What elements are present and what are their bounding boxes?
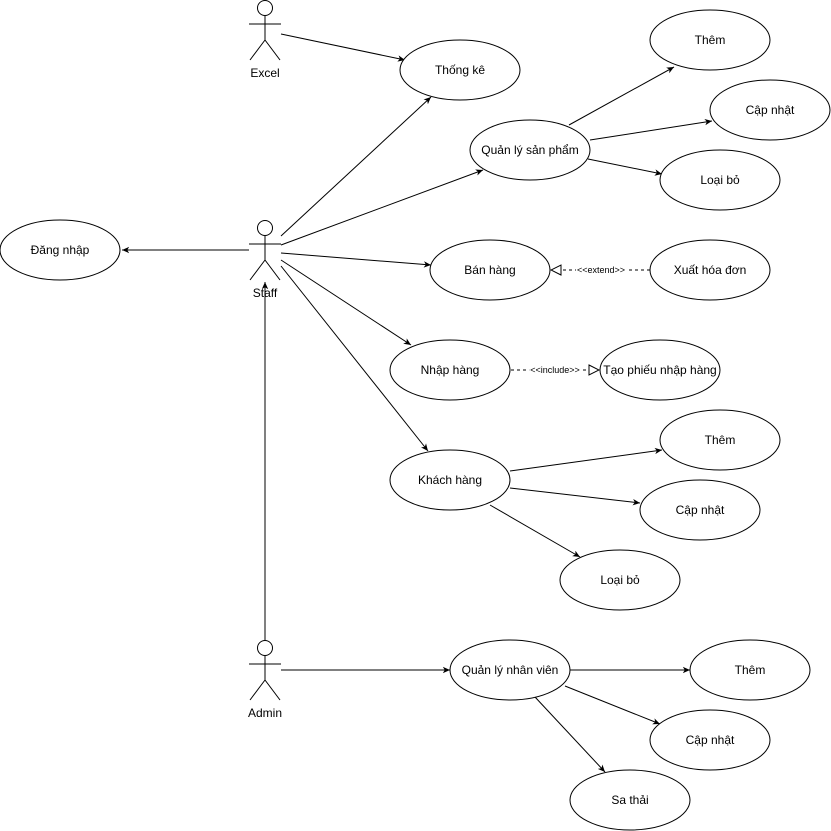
edge-excel-thongke (280, 33, 406, 62)
usecase-label: Xuất hóa đơn (674, 263, 747, 277)
usecase-label: Thêm (705, 433, 736, 447)
edge-qlsp-capnhat (589, 118, 713, 141)
usecase-label: Cập nhật (746, 103, 795, 117)
actor-label: Admin (248, 706, 282, 720)
usecase-kh-cap-nhat: Cập nhật (639, 479, 761, 541)
usecase-label: Loại bỏ (700, 173, 740, 187)
edge-staff-khachhang (280, 265, 429, 452)
edge-qlsp-loaibo (587, 158, 663, 176)
usecase-sp-cap-nhat: Cập nhật (709, 79, 831, 141)
usecase-label: Quản lý sản phẩm (481, 143, 578, 157)
usecase-label: Quản lý nhân viên (462, 663, 559, 677)
usecase-sp-loai-bo: Loại bỏ (659, 149, 781, 211)
usecase-nv-sa-thai: Sa thải (569, 769, 691, 831)
edge-qlnv-capnhat (564, 685, 661, 725)
stick-figure-icon (249, 640, 281, 701)
usecase-label: Khách hàng (418, 473, 482, 487)
usecase-label: Cập nhật (686, 733, 735, 747)
include-label-backdrop (529, 365, 581, 375)
usecase-nhap-hang: Nhập hàng (389, 339, 511, 401)
edge-staff-banhang (280, 252, 432, 268)
edge-kh-loaibo (489, 504, 581, 558)
usecase-dang-nhap: Đăng nhập (0, 219, 121, 281)
edge-staff-nhaphang (280, 259, 412, 346)
actor-staff: Staff (249, 220, 281, 300)
usecase-quan-ly-nhan-vien: Quản lý nhân viên (449, 639, 571, 701)
usecase-kh-them: Thêm (659, 409, 781, 471)
usecase-nv-cap-nhat: Cập nhật (649, 709, 771, 771)
usecase-ban-hang: Bán hàng (429, 239, 551, 301)
actor-excel: Excel (249, 0, 281, 80)
usecase-quan-ly-san-pham: Quản lý sản phẩm (469, 119, 591, 181)
extend-label-backdrop (575, 265, 627, 275)
actor-admin: Admin (248, 640, 282, 720)
connectors (121, 33, 713, 773)
usecase-label: Nhập hàng (421, 363, 480, 377)
usecase-label: Thống kê (435, 63, 485, 77)
usecase-thong-ke: Thống kê (399, 39, 521, 101)
actor-label: Excel (250, 66, 279, 80)
usecase-tao-phieu-nhap-hang: Tạo phiếu nhập hàng (599, 339, 721, 401)
usecase-label: Sa thải (611, 793, 648, 807)
edge-kh-them (509, 447, 663, 472)
usecase-label: Thêm (735, 663, 766, 677)
usecase-sp-them: Thêm (649, 9, 771, 71)
usecase-label: Đăng nhập (31, 243, 90, 257)
usecase-label: Cập nhật (676, 503, 725, 517)
stick-figure-icon (249, 220, 281, 281)
usecase-kh-loai-bo: Loại bỏ (559, 549, 681, 611)
edge-qlsp-them (568, 66, 675, 126)
usecase-xuat-hoa-don: Xuất hóa đơn (649, 239, 771, 301)
edge-kh-capnhat (509, 487, 641, 506)
usecase-label: Loại bỏ (600, 573, 640, 587)
edge-staff-qlsp (280, 169, 484, 246)
usecase-nv-them: Thêm (689, 639, 811, 701)
include-label: <<include>> (530, 365, 580, 375)
extend-label: <<extend>> (577, 265, 625, 275)
usecase-khach-hang: Khách hàng (389, 449, 511, 511)
edge-qlnv-sathai (534, 696, 606, 773)
usecase-label: Tạo phiếu nhập hàng (603, 363, 716, 377)
usecase-label: Thêm (695, 33, 726, 47)
stick-figure-icon (249, 0, 281, 61)
edge-staff-thongke (280, 96, 432, 237)
usecase-label: Bán hàng (464, 263, 515, 277)
actor-label: Staff (253, 286, 278, 300)
